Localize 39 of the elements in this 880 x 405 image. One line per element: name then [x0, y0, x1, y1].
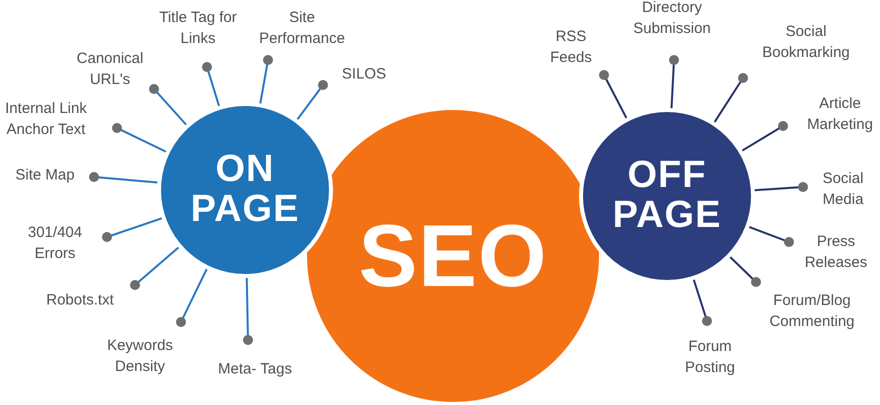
connector-line: [692, 278, 712, 326]
topic-label: SILOS: [342, 64, 386, 84]
connector-line: [176, 266, 208, 327]
topic-label: Site Map: [15, 164, 75, 186]
circle-title: ON PAGE: [190, 150, 300, 230]
connector-line: [712, 73, 748, 124]
topic-label: Title Tag for Links: [159, 7, 237, 49]
connector-line: [202, 62, 221, 108]
connector-line: [752, 182, 808, 192]
topic-label: Canonical URL's: [65, 48, 155, 90]
topic-label: Forum/Blog Commenting: [762, 290, 862, 332]
connector-line: [599, 70, 628, 120]
topic-label: RSS Feeds: [546, 26, 596, 68]
topic-label: Article Marketing: [805, 93, 875, 135]
connector-line: [112, 123, 168, 154]
topic-label: Site Performance: [254, 7, 350, 49]
topic-label: Press Releases: [798, 231, 874, 273]
topic-label: Robots.txt: [46, 290, 114, 310]
topic-label: 301/404 Errors: [20, 222, 90, 264]
connector-line: [747, 225, 794, 247]
connector-line: [243, 276, 253, 345]
circle-title: OFF PAGE: [612, 156, 722, 236]
connector-line: [740, 121, 788, 152]
connector-line: [295, 80, 328, 122]
connector-line: [669, 55, 679, 110]
connector-line: [130, 245, 181, 290]
topic-label: Meta- Tags: [218, 358, 292, 380]
connector-line: [259, 55, 273, 106]
circle-title: SEO: [358, 210, 548, 302]
topic-label: Social Bookmarking: [756, 21, 856, 63]
topic-label: Keywords Density: [100, 335, 180, 377]
topic-label: Internal Link Anchor Text: [0, 98, 96, 140]
connector-line: [89, 172, 160, 184]
topic-label: Forum Posting: [680, 336, 740, 378]
topic-label: Directory Submission: [627, 0, 717, 39]
connector-line: [149, 84, 188, 127]
connector-line: [102, 216, 164, 242]
topic-label: Social Media: [813, 168, 873, 210]
connector-line: [728, 255, 761, 287]
